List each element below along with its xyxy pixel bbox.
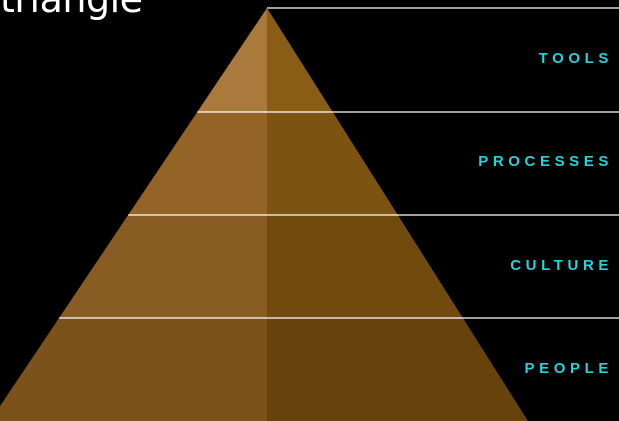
pyramid-layer-processes-right-face: [267, 112, 398, 215]
pyramid-layer-tools-left-face: [197, 8, 267, 112]
pyramid-layer-processes-left-face: [128, 112, 267, 215]
layer-label-culture: CULTURE: [510, 257, 613, 274]
pyramid-layer-people-right-face: [267, 318, 528, 421]
pyramid-layer-culture-right-face: [267, 215, 463, 318]
layer-label-processes: PROCESSES: [478, 153, 613, 170]
pyramid-layer-tools-right-face: [267, 8, 333, 112]
pyramid-layer-culture-left-face: [59, 215, 268, 318]
pyramid-faces: [0, 8, 528, 421]
layer-dividers: [59, 7, 619, 319]
layer-label-people: PEOPLE: [524, 360, 613, 377]
slide-title: triangle: [0, 0, 143, 18]
pyramid-layer-people-left-face: [0, 318, 267, 421]
layer-label-tools: TOOLS: [538, 50, 613, 67]
